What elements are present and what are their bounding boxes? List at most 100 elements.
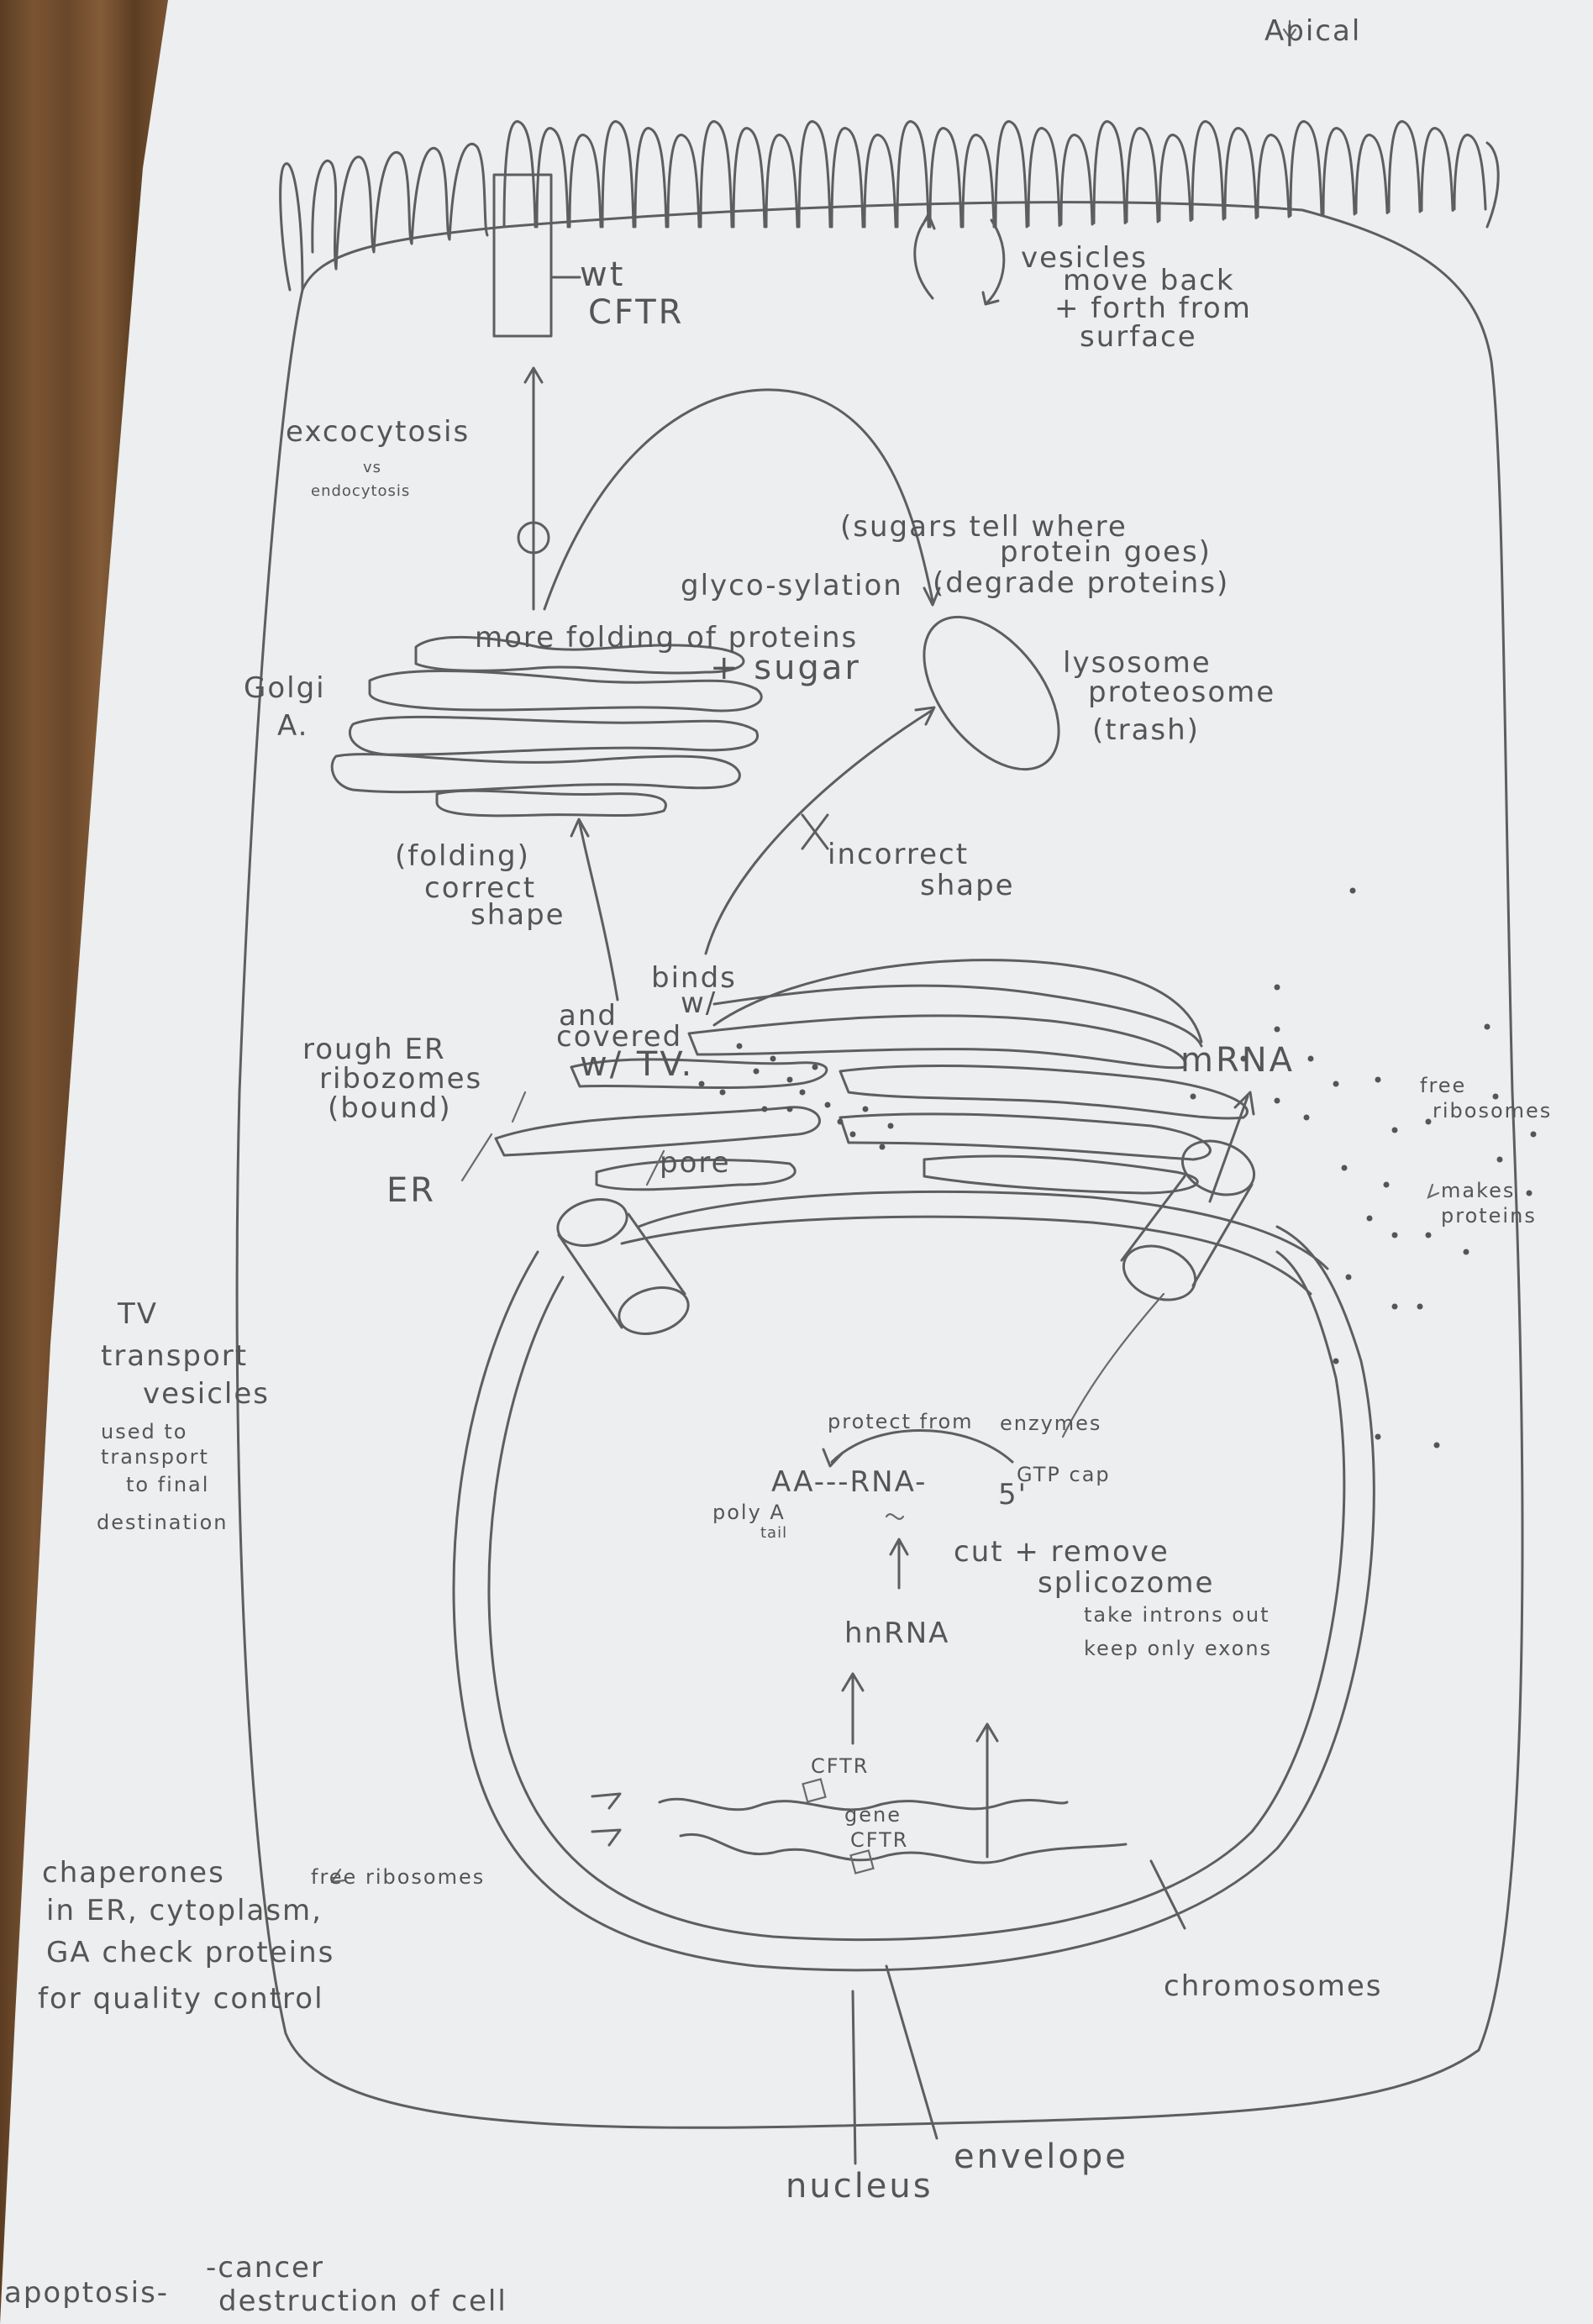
label-hnrna: hnRNA (844, 1617, 949, 1650)
label-rna: AA---RNA- (771, 1465, 927, 1499)
label-gtp: GTP cap (1017, 1463, 1111, 1486)
label-5prime: 5' (998, 1478, 1028, 1512)
label-tv-2: transport (101, 1339, 248, 1373)
label-binds-2: w/ (681, 986, 717, 1020)
label-degrade: (degrade proteins) (933, 566, 1229, 600)
ribosome-dot (1464, 1249, 1469, 1255)
ribosome-dot (1275, 985, 1280, 991)
label-tv-3: vesicles (143, 1377, 270, 1411)
ribosome-dot (1308, 1056, 1314, 1062)
label-tv-7: destination (97, 1511, 228, 1534)
ribosome-dot (1426, 1119, 1432, 1125)
label-free-2: ribosomes (1433, 1099, 1552, 1123)
label-polya-2: tail (760, 1524, 787, 1542)
label-rough-er-1: rough ER (302, 1033, 446, 1066)
ribosome-dot (720, 1090, 726, 1096)
label-golgi-1: Golgi (244, 671, 326, 705)
label-vesicles-4: surface (1080, 320, 1197, 354)
ribosome-dot (737, 1044, 743, 1049)
ribosome-dot (1392, 1304, 1398, 1310)
label-endocytosis: endocytosis (311, 482, 410, 500)
ribosome-dot (863, 1107, 869, 1112)
label-apoptosis: apoptosis- (4, 2276, 169, 2310)
label-lysosome-3: (trash) (1092, 713, 1200, 747)
ribosome-dot (1191, 1094, 1196, 1100)
label-incorrect-1: incorrect (828, 838, 969, 871)
ribosome-dot (1392, 1233, 1398, 1238)
label-rough-er-3: (bound) (328, 1091, 452, 1125)
label-er: ER (386, 1171, 436, 1210)
ribosome-dot (754, 1069, 760, 1075)
ribosome-dot (812, 1065, 818, 1070)
ribosome-dot (1527, 1191, 1533, 1196)
ribosome-dot (1275, 1027, 1280, 1033)
ribosome-dot (1497, 1157, 1503, 1163)
label-wt: wt (580, 255, 625, 294)
label-golgi-2: A. (277, 709, 308, 743)
label-folding-3: shape (471, 898, 565, 932)
label-chromosomes: chromosomes (1164, 1969, 1382, 2003)
ribosome-dot (1375, 1434, 1381, 1440)
label-chaperones-2: free ribosomes (311, 1865, 485, 1889)
ribosome-dot (1434, 1443, 1440, 1449)
ribosome-dot (787, 1077, 793, 1083)
label-chaperones-4: GA check proteins (46, 1936, 334, 1969)
label-gene-cftr: CFTR (850, 1828, 908, 1852)
label-lysosome-1: lysosome (1063, 646, 1212, 680)
ribosome-dot (880, 1144, 886, 1150)
ribosome-dot (838, 1119, 844, 1125)
label-pore: pore (660, 1146, 731, 1180)
label-folding-1: (folding) (395, 839, 530, 873)
ribosome-dot (888, 1123, 894, 1129)
label-cftr-gene-1: CFTR (811, 1754, 869, 1778)
ribosome-dot (1384, 1182, 1390, 1188)
ribosome-dot (850, 1132, 856, 1138)
ribosome-dot (787, 1107, 793, 1112)
ribosome-dot (1342, 1165, 1348, 1171)
ribosome-dot (1333, 1359, 1339, 1364)
label-wtv: w/ TV. (580, 1045, 694, 1084)
ribosome-dot (1346, 1275, 1352, 1280)
label-chaperones-1: chaperones (42, 1856, 225, 1890)
label-envelope: envelope (954, 2137, 1128, 2176)
label-chaperones-5: for quality control (38, 1982, 324, 2016)
label-cancer: -cancer (206, 2251, 324, 2285)
label-cut-4: keep only exons (1084, 1637, 1272, 1660)
label-free-1: free (1420, 1074, 1466, 1097)
label-tv-6: to final (126, 1473, 209, 1496)
label-polya-1: poly A (712, 1501, 786, 1524)
ribosome-dot (1275, 1098, 1280, 1104)
label-tv-4: used to (101, 1420, 187, 1443)
ribosome-dot (1333, 1081, 1339, 1087)
ribosome-dot (1367, 1216, 1373, 1222)
label-lysosome-2: proteosome (1088, 676, 1275, 709)
ribosome-dot (770, 1056, 776, 1062)
label-makes-2: proteins (1441, 1204, 1537, 1228)
ribosome-dot (1304, 1115, 1310, 1121)
label-cut-3: take introns out (1084, 1603, 1270, 1627)
label-rough-er-2: ribozomes (319, 1062, 482, 1096)
label-gene: gene (844, 1803, 902, 1827)
label-vs: vs (363, 459, 381, 476)
label-cut-2: splicozome (1038, 1566, 1214, 1600)
label-apical: Apical (1264, 14, 1361, 48)
label-glycosylation: glyco-sylation (681, 569, 903, 602)
label-tv-5: transport (101, 1445, 209, 1469)
label-sugar: + sugar (710, 649, 861, 687)
label-nucleus: nucleus (786, 2167, 933, 2206)
ribosome-dot (800, 1090, 806, 1096)
ribosome-dot (1375, 1077, 1381, 1083)
label-chaperones-3: in ER, cytoplasm, (46, 1894, 323, 1927)
ribosome-dot (1426, 1233, 1432, 1238)
label-enzymes: enzymes (1000, 1412, 1101, 1435)
ribosome-dot (1531, 1132, 1537, 1138)
label-makes-1: makes (1441, 1179, 1515, 1202)
ribosome-dot (1350, 888, 1356, 894)
ribosome-dot (825, 1102, 831, 1108)
label-tv-1: TV (117, 1297, 158, 1331)
label-exocytosis: excocytosis (286, 415, 470, 449)
ribosome-dot (1485, 1024, 1490, 1030)
label-destruction: destruction of cell (218, 2285, 507, 2318)
label-sugars-2: protein goes) (1000, 535, 1212, 569)
